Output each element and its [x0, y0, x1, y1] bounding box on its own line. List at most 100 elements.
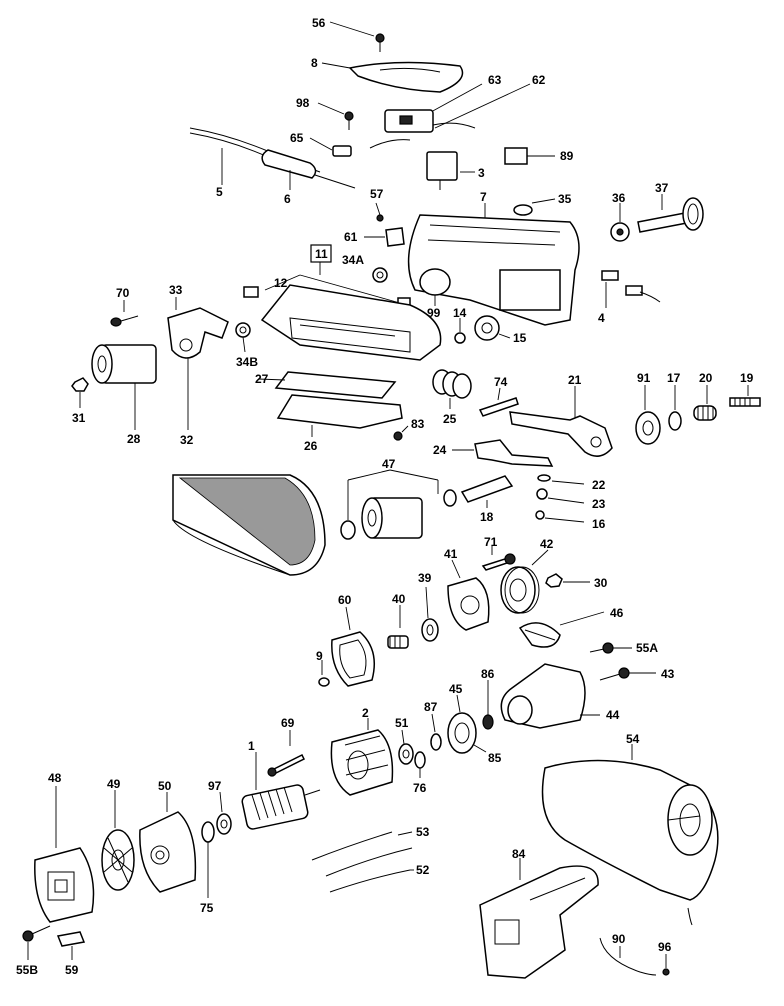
part-34A-bushing — [372, 267, 388, 283]
label-54: 54 — [626, 732, 640, 746]
part-24-tracking-lever — [452, 439, 554, 467]
label-33: 33 — [169, 283, 183, 297]
label-55A: 55A — [636, 641, 658, 655]
part-8-handle-cover — [321, 61, 464, 93]
label-43: 43 — [661, 667, 675, 681]
label-40: 40 — [392, 592, 406, 606]
label-25: 25 — [443, 412, 457, 426]
label-34A: 34A — [342, 253, 364, 267]
part-40-shaft-spacer — [387, 605, 409, 649]
part-60-gasket — [331, 606, 375, 687]
part-86-bearing — [482, 680, 494, 730]
part-89-suppressor — [504, 147, 555, 165]
label-69: 69 — [281, 716, 295, 730]
label-63: 63 — [488, 73, 502, 87]
label-19: 19 — [740, 371, 754, 385]
label-7: 7 — [480, 190, 487, 204]
part-39-bearing — [421, 586, 439, 642]
label-52: 52 — [416, 863, 430, 877]
label-28: 28 — [127, 432, 141, 446]
part-1-armature — [241, 752, 321, 830]
label-9: 9 — [316, 649, 323, 663]
part-65-cord-clamp — [309, 137, 352, 157]
part-19-bolt — [729, 385, 761, 407]
part-25-spring — [432, 369, 472, 409]
label-16: 16 — [592, 517, 606, 531]
part-42-drive-pulley — [500, 549, 549, 614]
part-30-nut — [545, 573, 590, 588]
label-75: 75 — [200, 901, 214, 915]
part-62-63-switch — [369, 83, 531, 149]
part-9-washer — [318, 660, 330, 687]
label-84: 84 — [512, 847, 526, 861]
part-21-tension-arm — [509, 386, 613, 457]
part-69-screw — [267, 730, 306, 777]
label-41: 41 — [444, 547, 458, 561]
part-84-rear-handle — [479, 858, 599, 979]
part-91-pulley — [635, 385, 661, 445]
label-31: 31 — [72, 411, 86, 425]
label-32: 32 — [180, 433, 194, 447]
label-26: 26 — [304, 439, 318, 453]
label-1: 1 — [248, 739, 255, 753]
part-33-lever — [167, 297, 229, 430]
part-11-base-assembly-frame — [264, 244, 401, 304]
part-26-platen-plate — [276, 394, 403, 437]
label-27: 27 — [255, 372, 269, 386]
part-28-front-drum — [91, 344, 157, 430]
part-16-screw — [535, 510, 585, 523]
part-74-pin — [478, 387, 519, 417]
part-97-bearing — [216, 791, 232, 835]
label-21: 21 — [568, 373, 582, 387]
label-3: 3 — [478, 166, 485, 180]
label-87: 87 — [424, 700, 438, 714]
part-55B-screw — [22, 925, 51, 960]
part-41-bearing-plate — [447, 559, 490, 631]
part-52-lead-wire — [329, 869, 414, 893]
part-31-nut — [71, 377, 89, 408]
label-4: 4 — [598, 311, 605, 325]
part-18-axle — [460, 475, 514, 508]
part-49-fan — [101, 790, 135, 891]
part-27-platen-pad — [257, 371, 397, 399]
part-36-washer — [610, 203, 630, 242]
part-20-spring — [693, 385, 717, 421]
label-65: 65 — [290, 131, 304, 145]
part-35-plug — [513, 198, 556, 216]
label-86: 86 — [481, 667, 495, 681]
part-48-end-cover — [34, 786, 95, 923]
label-11: 11 — [315, 247, 328, 261]
part-45-gear — [447, 694, 487, 754]
part-46-drive-belt — [518, 611, 605, 648]
label-12: 12 — [274, 276, 288, 290]
part-54-dust-bag — [541, 744, 719, 926]
part-90-strap — [599, 937, 657, 976]
label-90: 90 — [612, 932, 626, 946]
label-55B: 55B — [16, 963, 38, 977]
part-71-bolt — [481, 545, 516, 571]
label-14: 14 — [453, 306, 467, 320]
label-6: 6 — [284, 192, 291, 206]
part-47-rear-drum — [340, 469, 457, 540]
part-sanding-belt — [172, 474, 326, 576]
label-22: 22 — [592, 478, 606, 492]
part-15-knob — [474, 315, 511, 341]
label-53: 53 — [416, 825, 430, 839]
part-98-screw — [317, 102, 354, 130]
part-75-ring — [201, 821, 215, 898]
part-6-cord-guard — [261, 149, 356, 190]
part-59-nameplate — [56, 931, 86, 960]
part-4-brush — [601, 270, 661, 308]
label-76: 76 — [413, 781, 427, 795]
part-14-nut — [454, 318, 466, 344]
part-23-spring — [536, 488, 585, 504]
label-50: 50 — [158, 779, 172, 793]
part-44-gear-housing — [500, 663, 600, 729]
part-7-motor-housing — [407, 203, 580, 326]
part-22-washer — [537, 474, 585, 485]
label-45: 45 — [449, 682, 463, 696]
label-15: 15 — [513, 331, 527, 345]
label-39: 39 — [418, 571, 432, 585]
label-47: 47 — [382, 457, 396, 471]
